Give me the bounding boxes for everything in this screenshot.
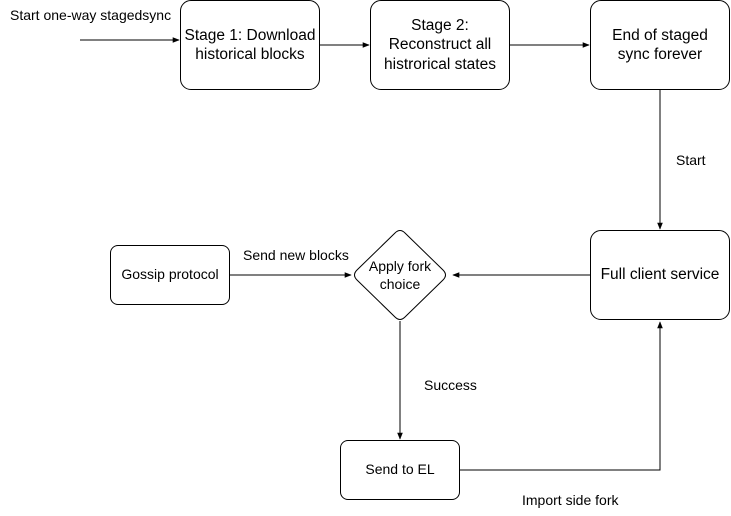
send-new-blocks-label: Send new blocks (243, 247, 349, 263)
full-client-service-text: Full client service (600, 266, 720, 284)
gossip-protocol-node: Gossip protocol (110, 245, 230, 305)
stage2-reconstruct-text: Stage 2: Reconstruct all histrorical sta… (384, 16, 496, 73)
stage2-reconstruct-node: Stage 2: Reconstruct all histrorical sta… (370, 0, 510, 90)
success-label: Success (424, 377, 477, 393)
apply-fork-choice-text: Apply fork choice (368, 258, 432, 292)
end-staged-sync-node: End of staged sync forever (590, 0, 730, 90)
send-to-el-node: Send to EL (340, 440, 460, 500)
stage1-download-text: Stage 1: Download historical blocks (184, 26, 316, 63)
stage1-download-node: Stage 1: Download historical blocks (180, 0, 320, 90)
start-one-way-label: Start one-way stagedsync (10, 7, 172, 23)
gossip-protocol-text: Gossip protocol (121, 266, 219, 283)
send-to-el-text: Send to EL (365, 461, 435, 478)
end-staged-sync-text: End of staged sync forever (612, 26, 708, 63)
full-client-service-node: Full client service (590, 230, 730, 320)
import-side-fork-label: Import side fork (522, 492, 619, 508)
start-label: Start (676, 152, 706, 168)
arrow-send-el-to-full-client (460, 321, 663, 471)
fork-choice-diamond (354, 230, 446, 320)
